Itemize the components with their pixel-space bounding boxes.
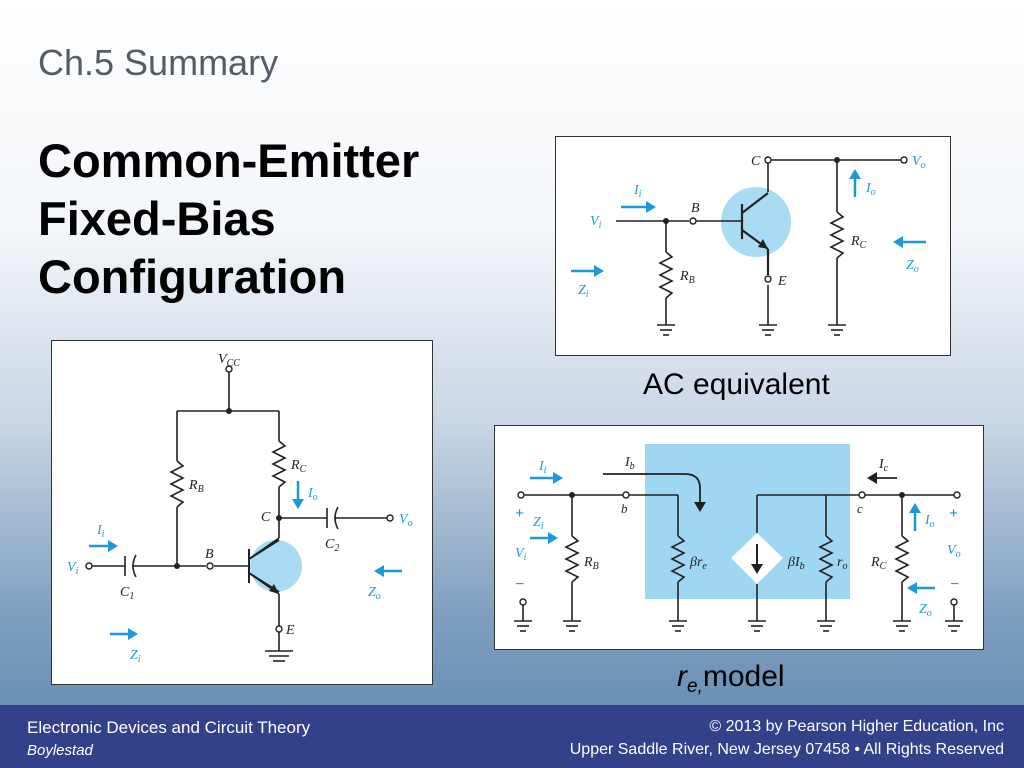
vo-label: Vo [399,512,413,529]
vi-label: Vi [67,560,79,577]
footer-book-title: Electronic Devices and Circuit Theory [27,718,311,737]
footer-copyright: © 2013 by Pearson Higher Education, Inc [709,718,1004,735]
ac-equivalent-caption: AC equivalent [643,368,830,401]
slide-subtitle: Ch.5 Summary [38,42,279,83]
vcc-label: VCC [218,352,240,369]
footer-address: Upper Saddle River, New Jersey 07458 • A… [569,741,1004,758]
title-line-1: Common-Emitter [38,134,420,187]
ac-io-label: Io [865,181,876,198]
re-model-caption: re,model [677,660,785,698]
rc-label: RC [290,458,307,475]
io-label: Io [307,486,318,503]
ac-ii-label: Ii [633,183,642,200]
re-rc-label: RC [870,555,887,572]
ac-rc-label: RC [850,234,867,251]
re-ii-label: Ii [538,459,547,476]
re-model-sub: e, [687,676,703,697]
re-b-node-label: b [621,501,628,516]
re-c-node-label: c [857,501,863,516]
ac-c-node-label: C [751,154,761,169]
ii-label: Ii [96,523,105,540]
ac-zi-label: Zi [578,283,589,300]
re-vi-label: Vi [515,546,527,563]
ac-vi-label: Vi [590,214,602,231]
title-line-3: Configuration [38,250,347,303]
re-plus-right: + [949,505,958,522]
ac-e-node-label: E [777,274,787,289]
b-node-label: B [205,547,214,562]
c1-label: C1 [120,585,134,602]
re-ic-label: Ic [878,457,889,474]
fixed-bias-circuit: VCC RB RC C B E Io Ii Vi Vo C1 C2 Zi Zo [67,352,413,665]
rb-label: RB [188,478,204,495]
re-ro-label: ro [837,555,847,572]
re-model-circuit: Ii Ib Ic + Zi Vi − RB b c βre βIb ro RC … [514,444,963,632]
ac-rb-label: RB [679,269,695,286]
re-beta-re-label: βre [689,555,707,572]
c2-label: C2 [325,537,339,554]
slide-title: Common-Emitter Fixed-Bias Configuration [38,132,419,306]
ac-equivalent-circuit: C B E Vo Ii Io Vi RC RB Zo Zi [571,154,926,336]
re-zi-label: Zi [533,515,544,532]
ac-zo-label: Zo [906,258,919,275]
zo-label: Zo [368,585,381,602]
ac-b-node-label: B [691,201,700,216]
re-zo-label: Zo [919,602,932,619]
title-line-2: Fixed-Bias [38,192,276,245]
re-model-panel: Ii Ib Ic + Zi Vi − RB b c βre βIb ro RC … [494,425,984,650]
re-beta-ib-label: βIb [787,555,805,572]
re-io-label: Io [924,513,935,530]
c-node-label: C [261,510,271,525]
re-minus-left: − [515,576,524,593]
re-model-r: r [677,660,687,693]
re-minus-right: − [950,576,959,593]
footer-bar: Electronic Devices and Circuit Theory Bo… [0,705,1024,768]
re-rb-label: RB [583,555,599,572]
ac-equivalent-panel: C B E Vo Ii Io Vi RC RB Zo Zi [555,136,951,356]
e-node-label: E [285,623,295,638]
re-ib-label: Ib [624,455,635,472]
footer-author: Boylestad [27,742,93,759]
fixed-bias-circuit-panel: VCC RB RC C B E Io Ii Vi Vo C1 C2 Zi Zo [51,340,433,685]
re-vo-label: Vo [947,543,961,560]
ac-vo-label: Vo [912,154,926,171]
re-plus-left: + [515,505,524,522]
re-model-word: model [702,660,785,693]
zi-label: Zi [130,648,141,665]
